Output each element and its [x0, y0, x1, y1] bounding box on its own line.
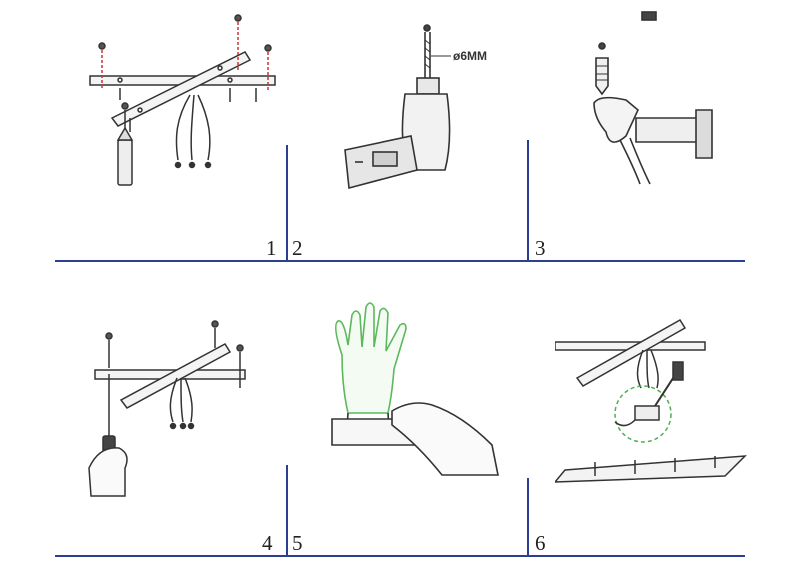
divider-1-2 — [286, 145, 288, 261]
row-1-divider — [55, 260, 745, 262]
step-number-5: 5 — [292, 531, 303, 555]
divider-2-3 — [527, 140, 529, 261]
screwdriver-bracket-icon — [88, 320, 246, 497]
step-number-4: 4 — [262, 531, 273, 555]
step-number-2: 2 — [292, 236, 303, 260]
step-number-1: 1 — [266, 236, 277, 260]
drill-icon: ø6MM — [344, 24, 487, 190]
wiring-connection-icon — [555, 318, 747, 483]
divider-5-6 — [527, 478, 529, 556]
step-number-6: 6 — [535, 531, 546, 555]
drill-size-label: ø6MM — [453, 49, 487, 63]
gloves-icon — [331, 302, 499, 476]
mounting-bracket-screw-icon — [89, 14, 276, 186]
hammer-anchor-icon — [593, 11, 713, 185]
row-2-divider — [55, 555, 745, 557]
divider-4-5 — [286, 465, 288, 556]
step-number-3: 3 — [535, 236, 546, 260]
